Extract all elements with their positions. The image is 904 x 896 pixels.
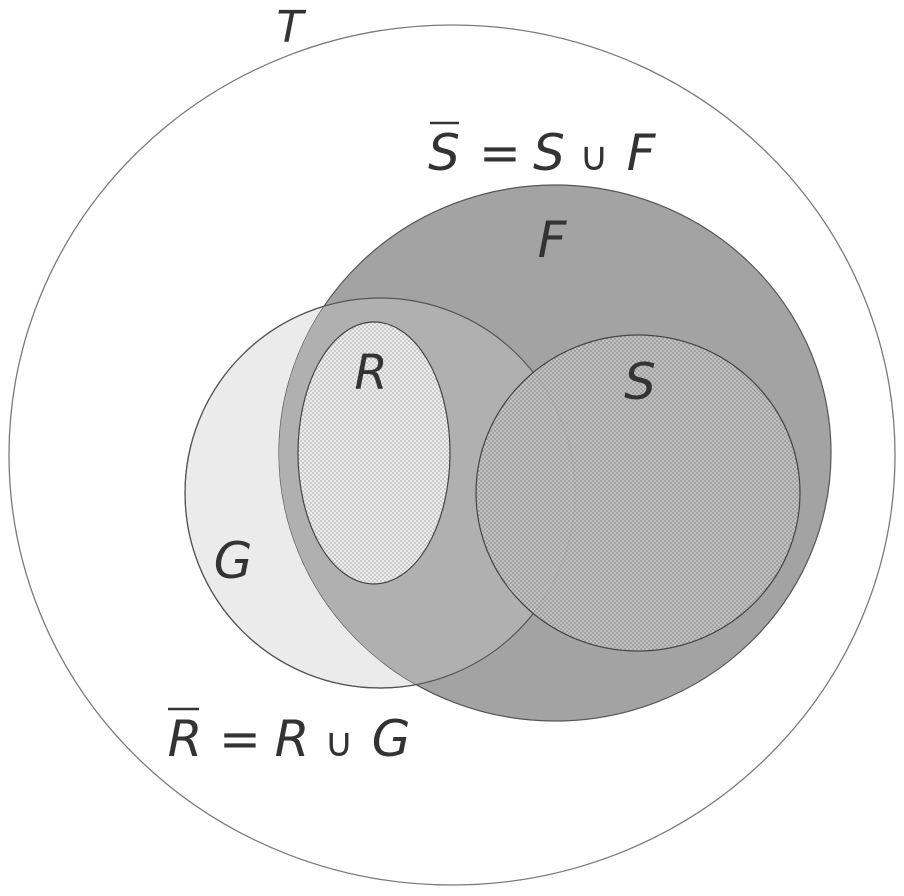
equation-r-closure: R = R ∪ G (168, 707, 411, 768)
set-r-ellipse (297, 321, 451, 585)
eq-r-rhs-a: R (275, 710, 310, 768)
eq-s-union: ∪ (579, 134, 608, 180)
label-g: G (214, 532, 253, 590)
equation-s-closure: S = S ∪ F (428, 121, 657, 182)
eq-r-equals: = (219, 710, 261, 768)
eq-r-union: ∪ (324, 720, 353, 766)
set-s-ellipse (475, 334, 801, 652)
label-s: S (624, 353, 656, 411)
eq-s-rhs-b: F (627, 124, 657, 182)
eq-s-rhs-a: S (533, 124, 565, 182)
eq-r-lhs: R (168, 710, 203, 768)
label-f: F (538, 211, 568, 269)
label-t: T (277, 2, 307, 53)
eq-s-equals: = (479, 124, 521, 182)
eq-s-lhs: S (428, 124, 460, 182)
eq-r-rhs-b: G (372, 710, 411, 768)
label-r: R (354, 345, 387, 401)
